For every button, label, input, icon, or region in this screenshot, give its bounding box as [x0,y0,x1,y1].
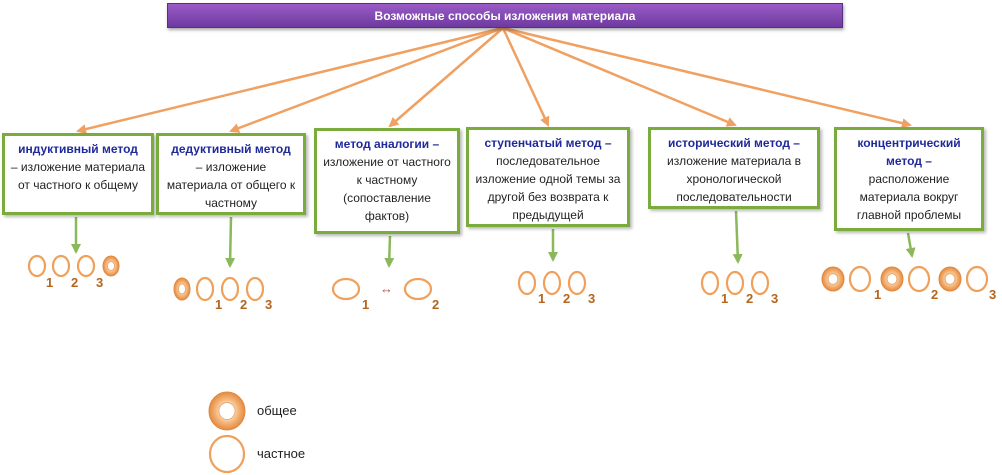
general-ring-hole [177,283,187,295]
seq-number: 1 [538,291,546,306]
seq-number: 2 [432,297,440,312]
particular-ring-icon [403,277,433,301]
particular-ring-icon [848,265,872,293]
particular-ring-icon [965,265,989,293]
seq-number: 3 [989,287,997,302]
method-desc: – изложение материала от общего к частно… [166,160,296,210]
general-ring-hole [218,401,236,421]
method-box-concentric: концентрический метод – расположение мат… [834,127,984,231]
method-box-analogy: метод аналогии – изложение от частного к… [314,128,460,234]
connector-arrow [501,27,550,127]
particular-ring-icon [907,265,931,293]
connector-arrow [76,26,504,134]
seq-number: 3 [96,275,104,290]
particular-ring-icon [51,254,71,278]
connector-arrow [388,27,504,128]
method-term: концентрический метод [857,136,961,168]
method-box-historical: исторический метод – изложение материала… [648,127,820,209]
seq-number: 3 [588,291,596,306]
method-box-deductive: дедуктивный метод – изложение материала … [156,133,306,215]
flow-arrow [384,235,395,268]
particular-ring-icon [542,270,562,296]
method-desc: последовательное изложение одной темы за… [475,154,621,222]
connector-arrow [502,26,912,129]
flow-arrow [905,232,916,258]
seq-number: 2 [931,287,939,302]
seq-number: 2 [746,291,754,306]
method-term: ступенчатый метод [484,136,602,150]
seq-number: 2 [563,291,571,306]
legend-particular-label: частное [257,446,306,461]
particular-ring-icon [700,270,720,296]
method-dash: – [429,137,440,151]
method-desc: изложение материала в хронологической по… [667,154,801,204]
connector-arrow [229,26,504,133]
method-dash: – [921,154,932,168]
flow-arrow [225,216,236,268]
method-desc: – изложение материала от частного к обще… [10,160,146,192]
particular-ring-icon [517,270,537,296]
particular-ring-icon [208,434,246,474]
method-desc: изложение от частного к частному (сопост… [323,155,451,223]
method-desc: расположение материала вокруг главной пр… [856,172,962,222]
page-title: Возможные способы изложения материала [167,3,843,28]
flow-arrow [732,210,743,264]
seq-number: 1 [362,297,370,312]
method-term: метод аналогии [334,137,430,151]
particular-ring-icon [195,276,215,302]
particular-ring-icon [725,270,745,296]
seq-number: 2 [71,275,79,290]
general-ring-hole [827,273,839,285]
particular-ring-icon [27,254,47,278]
seq-number: 1 [721,291,729,306]
seq-number: 1 [874,287,882,302]
seq-number: 1 [46,275,54,290]
general-ring-hole [106,261,116,271]
seq-number: 3 [265,297,273,312]
particular-ring-icon [220,276,240,302]
seq-number: 1 [215,297,223,312]
general-ring-hole [944,273,956,285]
connector-arrow [502,26,737,127]
general-ring-hole [886,273,898,285]
seq-number: 3 [771,291,779,306]
method-box-inductive: индуктивный метод – изложение материала … [2,133,154,215]
particular-ring-icon [750,270,770,296]
legend-general-label: общее [257,403,297,418]
method-term: индуктивный метод [18,142,138,156]
method-dash: – [789,136,800,150]
seq-number: 2 [240,297,248,312]
analogy-arrow-icon: ↔ [380,281,393,296]
method-term: исторический метод [668,136,790,150]
particular-ring-icon [331,277,361,301]
particular-ring-icon [245,276,265,302]
method-term: дедуктивный метод [171,142,291,156]
particular-ring-icon [76,254,96,278]
particular-ring-icon [567,270,587,296]
method-box-stepwise: ступенчатый метод – последовательное изл… [466,127,630,227]
method-dash: – [601,136,612,150]
